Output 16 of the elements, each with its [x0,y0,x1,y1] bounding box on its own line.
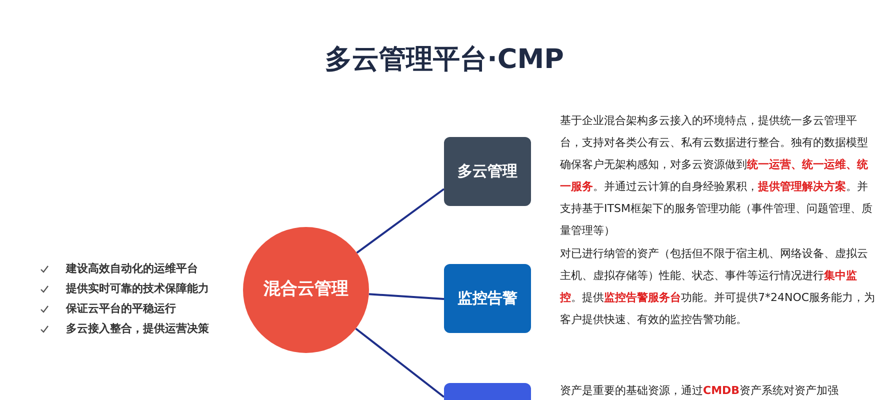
node-label: 多云管理 [458,161,518,182]
rounded-box [444,137,531,206]
title: 多云管理平台·CMP [324,43,565,77]
description-paragraph: 资产是重要的基础资源，通过CMDB资产系统对资产加强 [560,383,840,399]
bullet-text: 保证云平台的平稳运行 [66,300,176,317]
bullet-text: 建设高效自动化的运维平台 [66,260,198,277]
connector-line [356,188,445,254]
node-label: 监控告警 [458,288,518,310]
connector-line [368,293,444,300]
bullet-text: 提供实时可靠的技术保障能力 [66,280,209,297]
description-paragraph: 基于企业混合架构多云接入的环境特点，提供统一多云管理平台，支持对各类公有云、私有云数据进行整合。独有的数据模型确保客户无架构感知，对多云资源做到统一运营、统一运维、统一服务。并通过云计算的自身经验累积，提供管理解决方案。并支持基于ITSM框架下的服务管理功能（事件管理、问题管理、质量管理等） [560,113,874,239]
connector-line [355,328,445,398]
description-paragraph: 对已进行纳管的资产（包括但不限于宿主机、网络设备、虚拟云主机、虚拟存储等）性能、状态、事件等运行情况进行集中监控。提供监控告警服务台功能。并可提供7*24NOC服务能力，为客户提供快速、有效的监控告警功能。 [560,246,876,328]
rounded-box [444,264,531,333]
node-label: 混合云管理 [264,278,348,302]
bullet-text: 多云接入整合，提供运营决策 [66,320,209,337]
